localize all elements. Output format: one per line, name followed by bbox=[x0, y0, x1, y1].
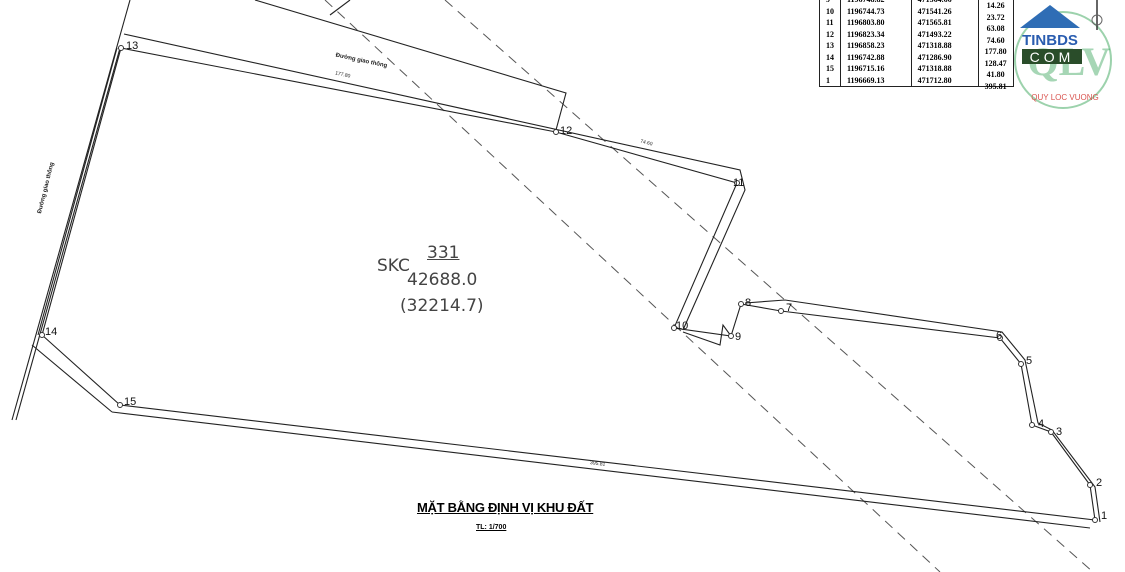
dashed-guide-line bbox=[444, 0, 1094, 572]
cell-distance: 395.81 bbox=[977, 80, 1014, 93]
cell-point: 10 bbox=[819, 5, 841, 17]
cell-x: 1196803.80 bbox=[840, 17, 912, 29]
cell-point: 1 bbox=[819, 74, 841, 87]
cell-y: 471318.88 bbox=[910, 63, 979, 75]
point-label-6: 6 bbox=[996, 330, 1003, 342]
point-label-1: 1 bbox=[1101, 510, 1108, 522]
cell-x: 1196715.16 bbox=[840, 63, 912, 75]
road-strip-edge bbox=[123, 33, 746, 331]
point-label-8: 8 bbox=[745, 297, 752, 309]
cell-distance: 74.60 bbox=[977, 34, 1014, 46]
cell-point: 11 bbox=[819, 17, 841, 29]
point-label-14: 14 bbox=[45, 326, 58, 338]
cell-point: 15 bbox=[819, 63, 841, 75]
drawing-scale: TL: 1/700 bbox=[476, 524, 507, 531]
cell-distance: 128.47 bbox=[977, 57, 1014, 69]
road-left-edge bbox=[15, 47, 121, 421]
cell-y: 471286.90 bbox=[910, 51, 979, 63]
cell-y: 471493.22 bbox=[910, 28, 979, 40]
cell-y: 471541.26 bbox=[910, 5, 979, 17]
point-label-11: 11 bbox=[733, 177, 745, 189]
point-label-5: 5 bbox=[1026, 355, 1033, 367]
point-label-12: 12 bbox=[560, 125, 573, 137]
brand-bottom: COM bbox=[1030, 49, 1075, 65]
point-label-4: 4 bbox=[1038, 418, 1045, 430]
road-edge-top bbox=[254, 0, 567, 131]
cell-distance: 41.80 bbox=[977, 69, 1014, 81]
land-code: SKC bbox=[377, 256, 410, 276]
watermark-logo: QLV TINBDS COM QUY LOC VUONG bbox=[1014, 0, 1112, 109]
cell-distance: 177.80 bbox=[977, 46, 1014, 58]
dashed-guide-line bbox=[324, 0, 941, 572]
parcel-number: 331 bbox=[427, 243, 460, 263]
point-label-3: 3 bbox=[1056, 426, 1063, 438]
cell-x: 1196858.23 bbox=[840, 40, 912, 52]
drawing-title: MẶT BẰNG ĐỊNH VỊ KHU ĐẤT bbox=[417, 500, 594, 515]
slogan: QUY LOC VUONG bbox=[1031, 93, 1098, 102]
cell-distance: 14.26 bbox=[977, 0, 1014, 12]
cell-point: 14 bbox=[819, 51, 841, 63]
cell-distance: 23.72 bbox=[977, 11, 1014, 23]
house-icon bbox=[1020, 5, 1080, 28]
parcel-area: 42688.0 bbox=[407, 270, 478, 290]
point-label-7: 7 bbox=[786, 302, 793, 314]
road-left-edge bbox=[11, 0, 131, 421]
cell-x: 1196744.73 bbox=[840, 5, 912, 17]
point-label-13: 13 bbox=[126, 40, 139, 52]
coordinate-table: 91196748.82471564.6614.26101196744.73471… bbox=[819, 0, 1014, 93]
cell-point: 9 bbox=[819, 0, 841, 6]
parcel-sub-area: (32214.7) bbox=[400, 296, 484, 316]
cell-y: 471712.80 bbox=[910, 74, 979, 87]
cell-x: 1196669.13 bbox=[840, 74, 912, 87]
cell-distance: 63.08 bbox=[977, 23, 1014, 35]
cell-point: 12 bbox=[819, 28, 841, 40]
point-label-10: 10 bbox=[676, 320, 689, 332]
cell-y: 471318.88 bbox=[910, 40, 979, 52]
cell-x: 1196823.34 bbox=[840, 28, 912, 40]
cell-x: 1196742.88 bbox=[840, 51, 912, 63]
cell-point: 13 bbox=[819, 40, 841, 52]
brand-top: TINBDS bbox=[1022, 32, 1078, 49]
cell-y: 471565.81 bbox=[910, 17, 979, 29]
point-label-15: 15 bbox=[124, 396, 137, 408]
table-row: 91196748.82471564.6614.26 bbox=[819, 0, 1014, 12]
point-label-2: 2 bbox=[1096, 477, 1103, 489]
point-label-9: 9 bbox=[735, 331, 742, 343]
parcel-boundary bbox=[41, 47, 1096, 521]
